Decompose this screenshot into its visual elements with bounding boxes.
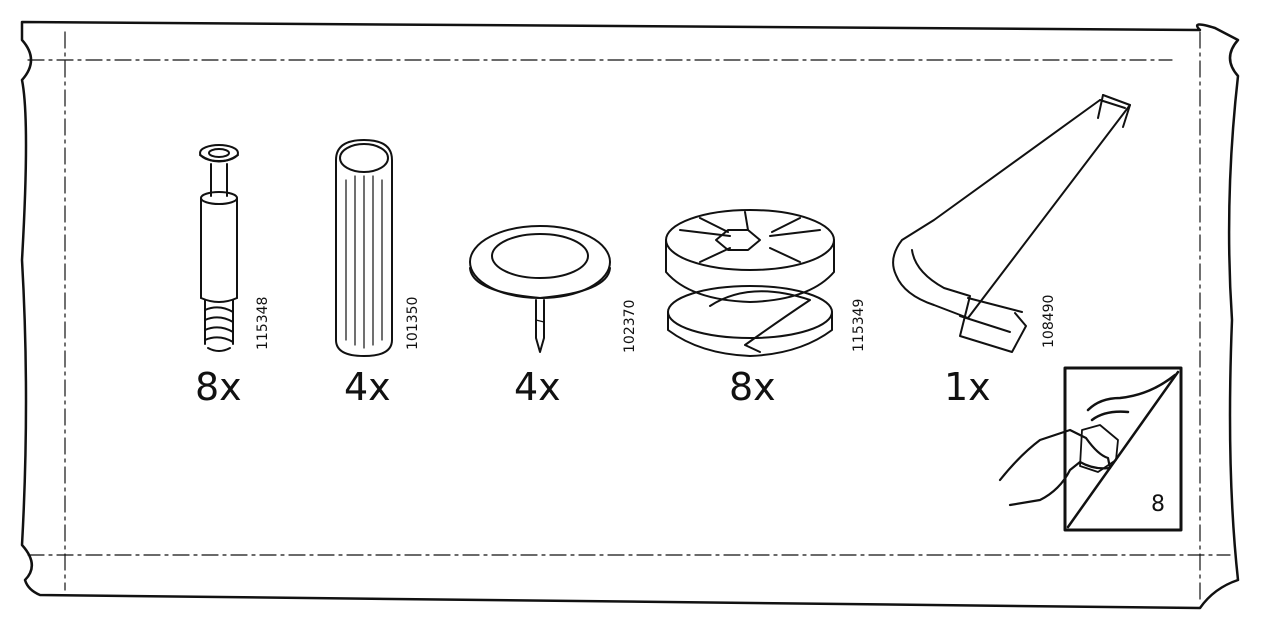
- bag-seams: [27, 31, 1231, 601]
- turn-page-icon: [998, 366, 1183, 532]
- quantity-label-allen-key: 1x: [944, 365, 991, 409]
- article-number-cam-lock-screw: 115348: [255, 296, 271, 350]
- allen-key-icon: [892, 94, 1131, 353]
- article-number-allen-key: 108490: [1041, 294, 1057, 348]
- quantity-label-wooden-dowel: 4x: [344, 365, 391, 409]
- quantity-label-cam-lock-nut: 8x: [729, 365, 776, 409]
- quantity-label-felt-pad-glide: 4x: [514, 365, 561, 409]
- cam-lock-nut-icon: [665, 209, 835, 357]
- article-number-felt-pad-glide: 102370: [622, 299, 638, 353]
- article-number-wooden-dowel: 101350: [405, 296, 421, 350]
- article-number-cam-lock-nut: 115349: [851, 298, 867, 352]
- cam-lock-screw-icon: [199, 144, 239, 352]
- felt-pad-glide-icon: [469, 225, 611, 353]
- page-number: 8: [1151, 492, 1165, 517]
- quantity-label-cam-lock-screw: 8x: [195, 365, 242, 409]
- bag-outline: [20, 20, 1240, 610]
- wooden-dowel-icon: [335, 139, 393, 357]
